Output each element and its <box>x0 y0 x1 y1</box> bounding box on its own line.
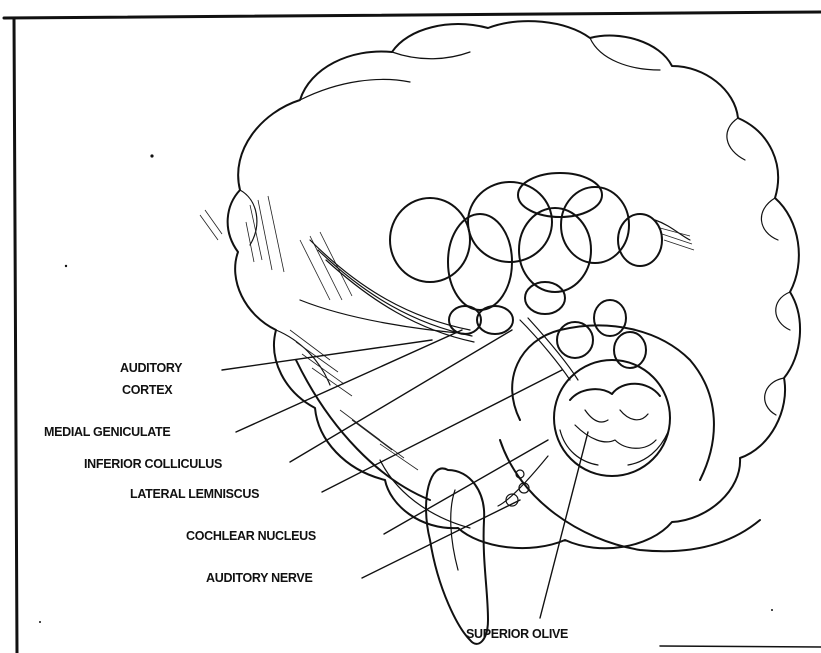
label-lateral-lemniscus: LATERAL LEMNISCUS <box>130 487 259 501</box>
cortex-shading <box>200 196 418 470</box>
brainstem-section <box>554 360 670 476</box>
leader-auditory-cortex <box>222 340 432 370</box>
leader-auditory-nerve <box>362 500 520 578</box>
ear <box>426 456 548 644</box>
leader-superior-olive <box>540 432 588 618</box>
thalamus-structures <box>390 173 694 368</box>
label-inferior-colliculus: INFERIOR COLLICULUS <box>84 457 222 471</box>
label-medial-geniculate: MEDIAL GENICULATE <box>44 425 170 439</box>
label-auditory-cortex-line1: AUDITORY <box>120 361 183 375</box>
auditory-radiations <box>300 240 578 380</box>
label-cochlear-nucleus: COCHLEAR NUCLEUS <box>186 529 316 543</box>
frame <box>4 12 821 653</box>
label-auditory-cortex-line2: CORTEX <box>122 383 173 397</box>
label-auditory-nerve: AUDITORY NERVE <box>206 571 312 585</box>
leader-inferior-colliculus <box>290 330 512 462</box>
label-superior-olive: SUPERIOR OLIVE <box>466 627 568 641</box>
leader-cochlear-nucleus <box>384 440 548 534</box>
leader-lateral-lemniscus <box>322 370 562 492</box>
temporal-lobe <box>296 325 760 551</box>
